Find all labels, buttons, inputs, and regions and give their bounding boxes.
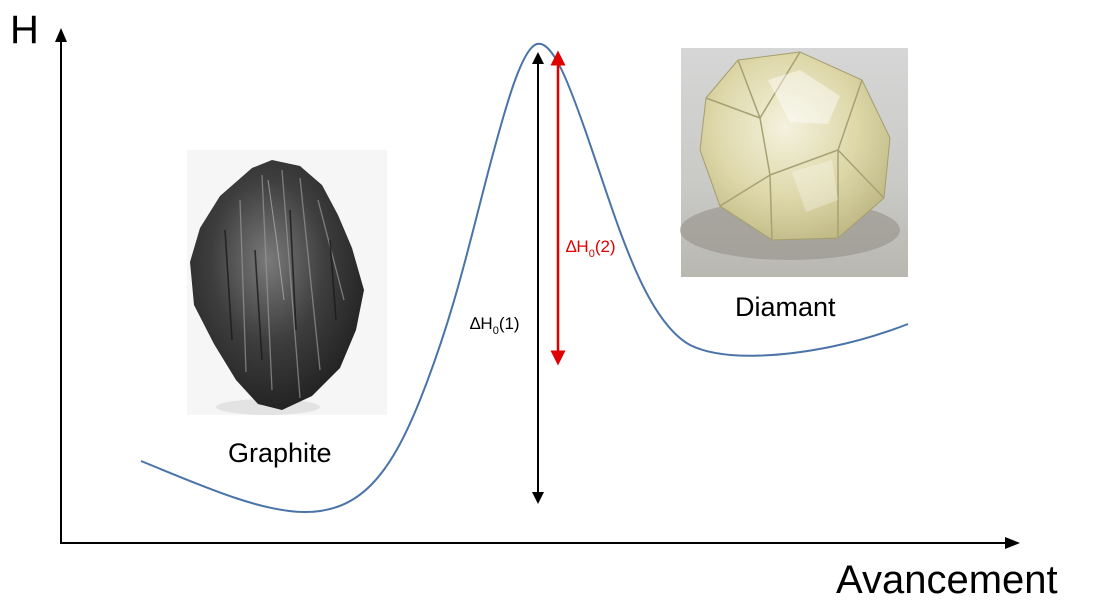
dh2-label: ∆H0(2) bbox=[566, 237, 616, 260]
dh1-prefix: ∆H bbox=[470, 314, 493, 333]
diamant-image bbox=[680, 48, 908, 277]
dh2-suffix: (2) bbox=[594, 237, 616, 256]
diamant-label: Diamant bbox=[735, 292, 836, 322]
x-axis-arrowhead bbox=[1005, 537, 1020, 549]
graphite-label: Graphite bbox=[228, 438, 332, 468]
dh1-label: ∆H0(1) bbox=[470, 314, 520, 337]
y-axis-label: H bbox=[10, 8, 39, 52]
dh1-suffix: (1) bbox=[498, 314, 520, 333]
graphite-image bbox=[187, 150, 387, 415]
dh1-subscript: 0 bbox=[492, 325, 499, 337]
y-axis-arrowhead bbox=[55, 28, 67, 42]
dh2-prefix: ∆H bbox=[566, 237, 589, 256]
enthalpy-curve bbox=[140, 42, 909, 514]
dh2-subscript: 0 bbox=[588, 248, 595, 260]
x-axis-label: Avancement bbox=[836, 558, 1058, 602]
